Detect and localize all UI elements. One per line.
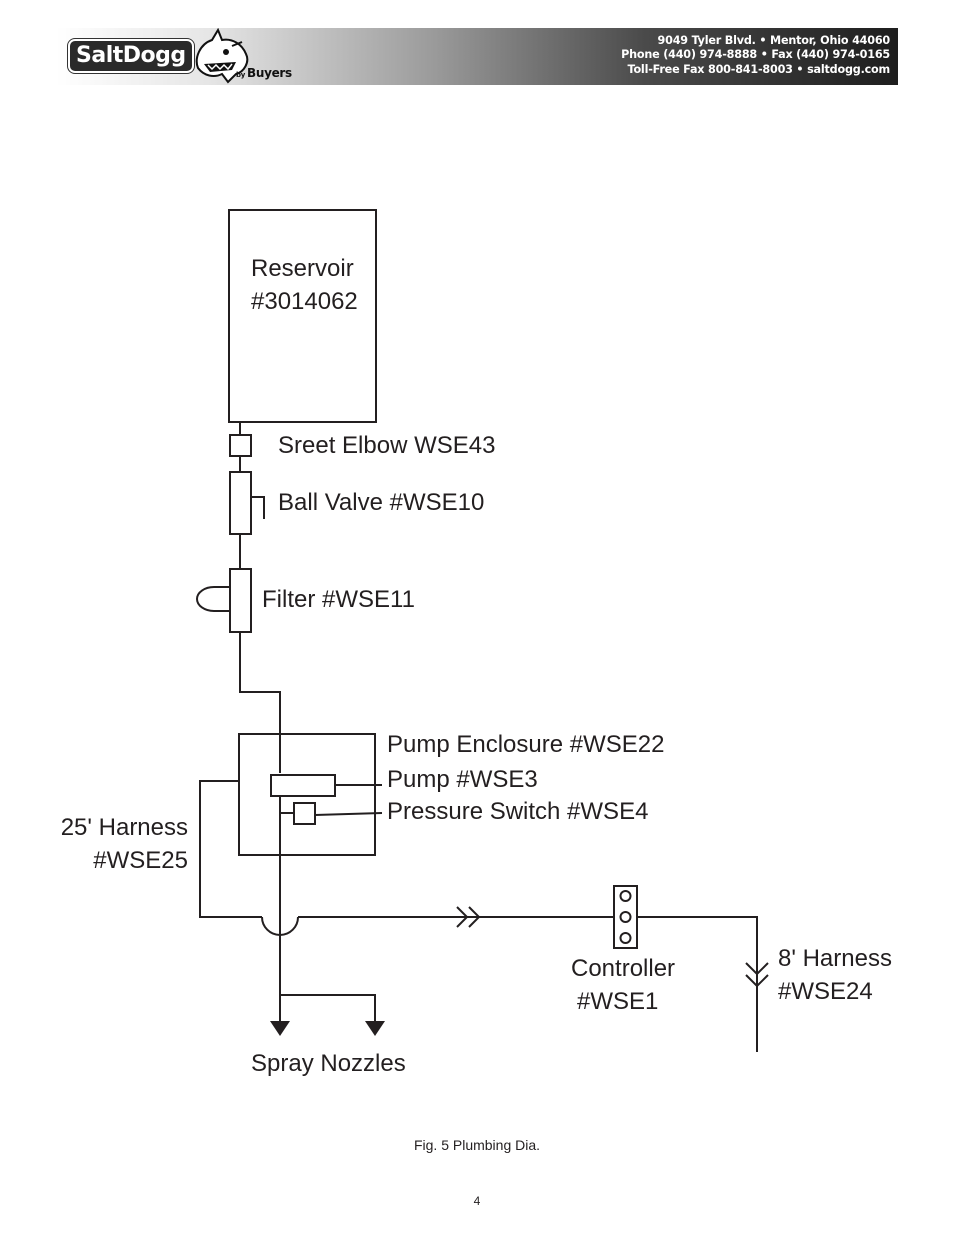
contact-info: 9049 Tyler Blvd. • Mentor, Ohio 44060 Ph… (621, 34, 890, 77)
reservoir-label: Reservoir #3014062 (251, 255, 358, 315)
dog-mascot-icon (195, 28, 249, 84)
ball-valve-label: Ball Valve #WSE10 (278, 489, 485, 516)
saltdogg-logo: SaltDogg (68, 39, 194, 73)
pump-enclosure-label: Pump Enclosure #WSE22 (387, 731, 665, 758)
controller-indicator (619, 911, 632, 923)
pipe-segment (239, 632, 281, 773)
filter-bowl (196, 586, 230, 612)
ball-valve (229, 471, 252, 535)
controller-indicator (619, 890, 632, 902)
wire-crossover-hop (261, 916, 299, 936)
pressure-switch (293, 802, 316, 825)
tollfree-line: Toll-Free Fax 800-841-8003 • saltdogg.co… (627, 62, 891, 76)
figure-caption: Fig. 5 Plumbing Dia. (413, 1137, 541, 1153)
spray-nozzle-arrow (365, 1021, 385, 1036)
controller-label: Controller #WSE1 (571, 955, 676, 1015)
page-number: 4 (473, 1194, 481, 1208)
connector-chevron (745, 974, 769, 988)
controller-box (613, 885, 638, 949)
connector-chevron (468, 906, 481, 928)
harness-25-label: 25' Harness #WSE25 (60, 814, 188, 874)
connector-chevron (745, 962, 769, 976)
harness-8-wire (637, 916, 758, 1052)
phone-line: Phone (440) 974-8888 • Fax (440) 974-016… (621, 48, 890, 62)
street-elbow-label: Sreet Elbow WSE43 (278, 432, 496, 459)
harness-25-wire (199, 780, 262, 918)
spray-nozzle-arrow (270, 1021, 290, 1036)
harness-8-label: 8' Harness #WSE24 (778, 945, 892, 1005)
pump-body (270, 774, 336, 797)
controller-indicator (619, 932, 632, 944)
ball-valve-handle (251, 496, 265, 519)
filter-label: Filter #WSE11 (262, 586, 415, 613)
nozzle-branch-pipe (280, 994, 376, 1022)
filter-housing (229, 568, 252, 633)
spray-nozzles-label: Spray Nozzles (251, 1050, 406, 1077)
pressure-switch-leader-line (314, 812, 383, 816)
pump-enclosure (238, 733, 376, 856)
connector-chevron (456, 906, 469, 928)
reservoir-tank (228, 209, 377, 423)
pressure-switch-label: Pressure Switch #WSE4 (387, 798, 649, 825)
street-elbow-fitting (229, 434, 252, 457)
pump-label: Pump #WSE3 (387, 766, 538, 793)
address-line: 9049 Tyler Blvd. • Mentor, Ohio 44060 (657, 34, 891, 47)
